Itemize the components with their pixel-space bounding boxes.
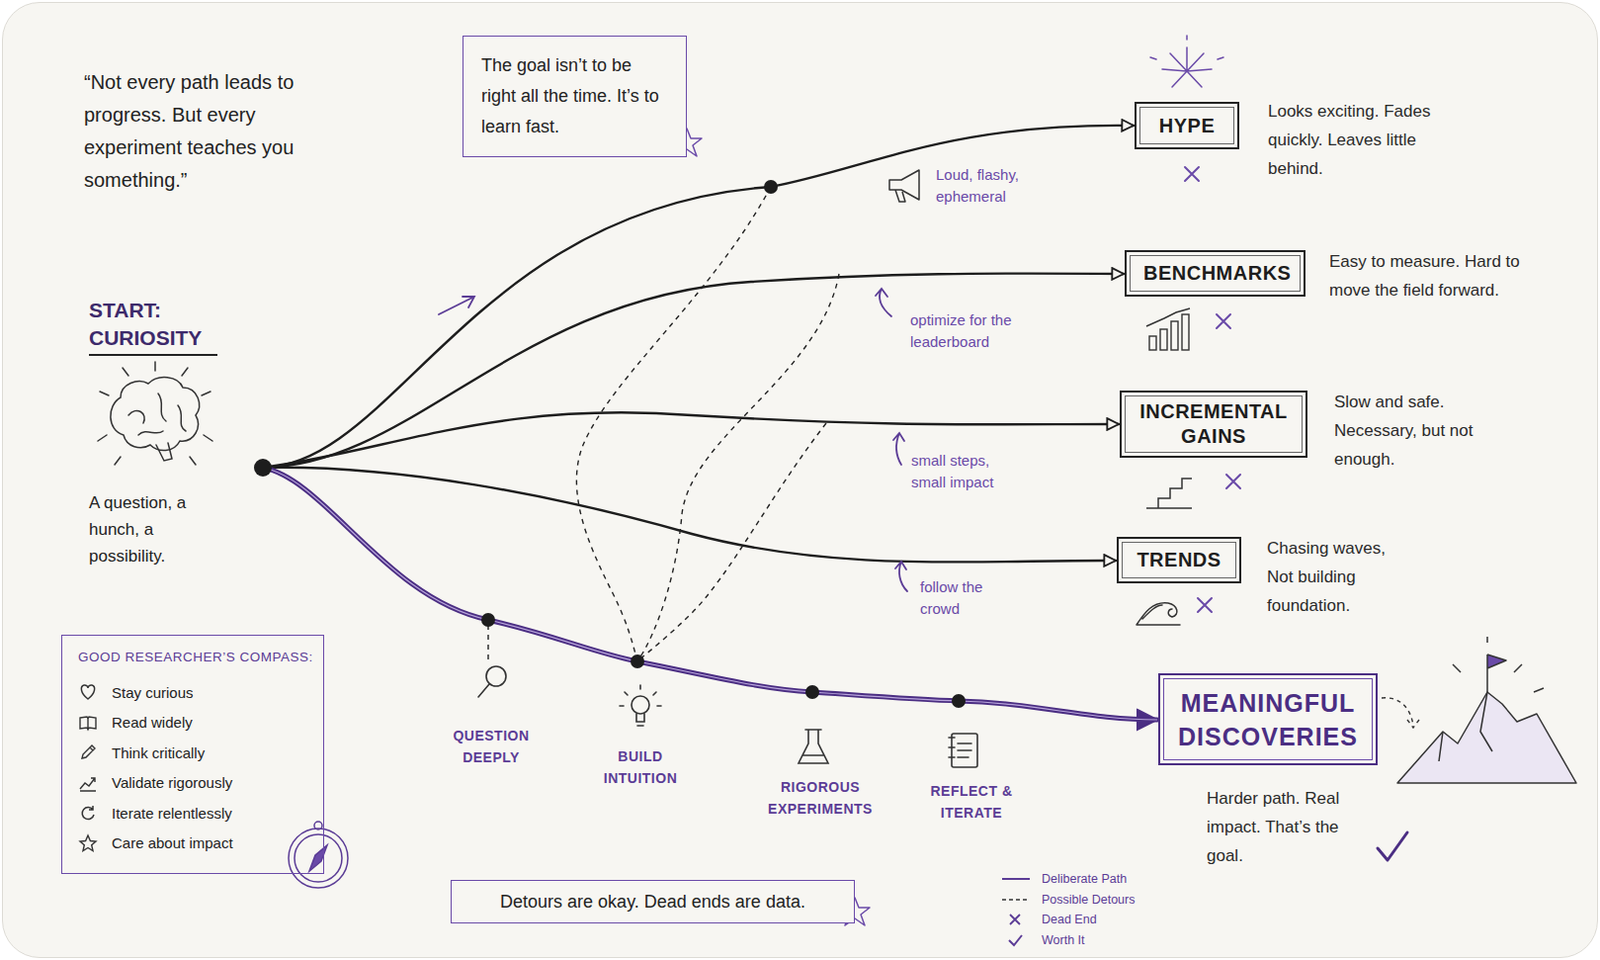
compass-item: Stay curious — [78, 676, 308, 708]
legend-item: Worth It — [1000, 929, 1086, 950]
path-connector — [262, 273, 1124, 468]
box-label: INCREMENTAL GAINS — [1135, 399, 1292, 449]
megaphone-icon — [889, 169, 920, 202]
legend-sample — [1000, 912, 1032, 927]
deliberate-path — [262, 467, 1158, 720]
description: Looks exciting. Fades quickly. Leaves li… — [1267, 96, 1441, 183]
path-connector — [262, 125, 1134, 468]
annotation: optimize for the leaderboard — [910, 309, 1019, 353]
legend-sample — [1000, 932, 1032, 947]
outcome-box: INCREMENTAL GAINS — [1119, 390, 1308, 458]
wave-icon — [1136, 602, 1180, 625]
compass-item-text: Iterate relentlessly — [111, 804, 233, 822]
compass-item: Think critically — [78, 737, 308, 768]
legend-sample — [1000, 871, 1032, 886]
legend-text: Possible Detours — [1041, 892, 1136, 907]
start-node: START: CURIOSITYA question, a hunch, a p… — [88, 296, 263, 564]
legend-item: Possible Detours — [1000, 889, 1136, 910]
milestone-label: RIGOROUS EXPERIMENTS — [756, 775, 885, 820]
outcome-box: BENCHMARKS — [1124, 250, 1306, 297]
compass-item-text: Validate rigorously — [111, 773, 233, 791]
description: Slow and safe. Necessary, but not enough… — [1334, 387, 1483, 474]
note-text: The goal isn’t to be right all the time.… — [481, 50, 669, 143]
item-icon — [78, 802, 98, 823]
bar-chart-icon — [1146, 308, 1190, 350]
milestone-label: REFLECT & ITERATE — [909, 779, 1034, 824]
item-icon — [78, 833, 98, 853]
compass-item-text: Care about impact — [111, 834, 234, 851]
item-icon — [78, 772, 98, 793]
legend-sample — [1000, 892, 1032, 907]
worth-it-check — [1377, 832, 1408, 860]
leader-arrow — [1381, 697, 1420, 728]
mountain-icon — [1397, 636, 1577, 783]
compass-item: Iterate relentlessly — [78, 797, 308, 829]
item-icon — [78, 681, 98, 702]
compass-box: GOOD RESEARCHER’S COMPASS: Stay curiousRe… — [61, 634, 325, 874]
note-box: The goal isn’t to be right all the time.… — [462, 35, 687, 158]
stairs-icon — [1146, 478, 1192, 508]
box-label: MEANINGFUL DISCOVERIES — [1174, 685, 1362, 754]
quote-text: “Not every path leads to progress. But e… — [84, 66, 351, 197]
note-text: Detours are okay. Dead ends are data. — [500, 891, 806, 913]
path-dots — [253, 179, 966, 708]
brain-icon — [97, 361, 213, 465]
milestone-label: BUILD INTUITION — [583, 745, 698, 789]
legend-item: Dead End — [1000, 909, 1097, 929]
compass-icon — [288, 821, 348, 888]
annotation: Loud, flashy, ephemeral — [935, 164, 1045, 208]
box-label: TRENDS — [1136, 547, 1221, 573]
outcome-box: TRENDS — [1116, 536, 1242, 584]
compass-item-text: Think critically — [111, 744, 205, 761]
detour-paths — [488, 186, 840, 662]
compass-item: Care about impact — [78, 828, 308, 859]
path-connector — [262, 412, 1119, 468]
start-heading: START: CURIOSITY — [88, 296, 218, 356]
compass-item-text: Stay curious — [111, 683, 194, 701]
milestone-icons — [478, 666, 978, 767]
box-label: BENCHMARKS — [1143, 260, 1287, 286]
compass-item-text: Read widely — [111, 713, 193, 731]
compass-item: Validate rigorously — [78, 767, 308, 799]
fireworks-icon — [1150, 35, 1224, 87]
annotation: small steps, small impact — [911, 449, 1011, 494]
outcome-box: HYPE — [1134, 101, 1240, 150]
item-icon — [78, 712, 98, 733]
compass-heading: GOOD RESEARCHER’S COMPASS: — [78, 647, 308, 668]
milestone-label: QUESTION DEEPLY — [436, 724, 546, 768]
legend-text: Dead End — [1041, 912, 1097, 927]
description: Harder path. Real impact. That’s the goa… — [1206, 783, 1375, 870]
legend-text: Deliberate Path — [1041, 871, 1127, 886]
small-arrow — [438, 288, 908, 591]
goal-box: MEANINGFUL DISCOVERIES — [1158, 673, 1378, 765]
note-box: Detours are okay. Dead ends are data. — [450, 879, 855, 924]
description: Chasing waves, Not building foundation. — [1266, 533, 1416, 620]
annotation: follow the crowd — [920, 576, 1010, 620]
start-body: A question, a hunch, a possibility. — [88, 489, 218, 570]
legend-item: Deliberate Path — [1000, 868, 1127, 889]
description: Easy to measure. Hard to move the field … — [1329, 247, 1557, 305]
legend-text: Worth It — [1041, 932, 1086, 947]
item-icon — [78, 742, 98, 762]
compass-item: Read widely — [78, 707, 308, 739]
box-label: HYPE — [1159, 113, 1215, 139]
